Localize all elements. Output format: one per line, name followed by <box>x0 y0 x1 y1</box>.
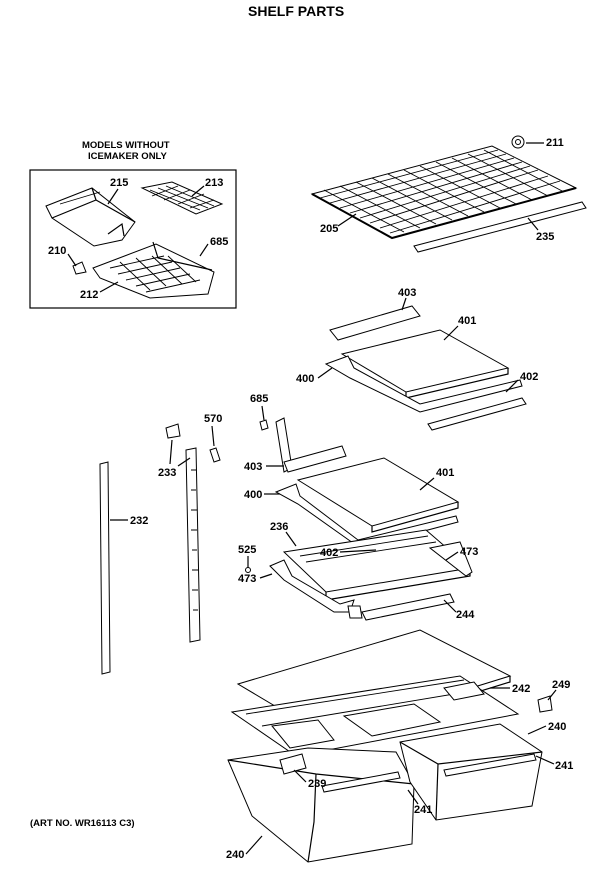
part-clip <box>72 261 87 275</box>
callout-400-middle: 400 <box>244 489 262 501</box>
inset-note-line2: ICEMAKER ONLY <box>88 151 167 162</box>
part-ice-tray <box>140 181 224 215</box>
callout-240-left: 240 <box>226 849 244 861</box>
part-shelf-ladder-right <box>185 447 201 643</box>
inset-note-line1: MODELS WITHOUT <box>82 140 170 151</box>
callout-242: 242 <box>512 683 530 695</box>
callout-570: 570 <box>204 413 222 425</box>
callout-402-middle: 402 <box>320 547 338 559</box>
callout-241-left: 241 <box>414 804 432 816</box>
part-crisper-drawer-right <box>399 723 543 821</box>
part-knob-211 <box>511 135 525 149</box>
inset-frame <box>29 169 237 309</box>
part-slide-239 <box>279 753 307 775</box>
callout-403-middle: 403 <box>244 461 262 473</box>
callout-403-upper: 403 <box>398 287 416 299</box>
part-crisper-frame <box>230 675 520 757</box>
part-lower-shelf-frame <box>269 529 473 621</box>
part-upper-glass-shelf <box>324 305 527 431</box>
callout-210: 210 <box>48 245 66 257</box>
callout-232: 232 <box>130 515 148 527</box>
callout-525: 525 <box>238 544 256 556</box>
part-screw-570 <box>209 447 221 463</box>
part-icemaker-shelf <box>92 241 215 299</box>
part-crisper-drawer-left <box>227 747 415 863</box>
callout-241-right: 241 <box>555 760 573 772</box>
callout-236: 236 <box>270 521 288 533</box>
callout-473-left: 473 <box>238 573 256 585</box>
callout-212: 212 <box>80 289 98 301</box>
callout-685-inset: 685 <box>210 236 228 248</box>
callout-685-side: 685 <box>250 393 268 405</box>
callout-233: 233 <box>158 467 176 479</box>
callout-400-upper: 400 <box>296 373 314 385</box>
callout-244: 244 <box>456 609 475 621</box>
callout-239: 239 <box>308 778 326 790</box>
callout-401-upper: 401 <box>458 315 476 327</box>
callout-205: 205 <box>320 223 338 235</box>
callout-211: 211 <box>546 137 564 149</box>
callout-213: 213 <box>205 177 223 189</box>
part-middle-glass-shelf <box>274 445 460 549</box>
part-wire-shelf <box>310 145 578 240</box>
page-title: SHELF PARTS <box>248 3 344 19</box>
part-ice-bucket <box>45 187 136 247</box>
part-shelf-support-685 <box>259 417 293 473</box>
callout-215: 215 <box>110 177 128 189</box>
callout-249: 249 <box>552 679 570 691</box>
callout-473-right: 473 <box>460 546 478 558</box>
inset-icemaker-group: MODELS WITHOUT ICEMAKER ONLY 215 213 <box>29 140 237 309</box>
art-number: (ART NO. WR16113 C3) <box>30 818 135 829</box>
part-bracket-233 <box>165 423 181 439</box>
callout-235: 235 <box>536 231 554 243</box>
callout-401-middle: 401 <box>436 467 454 479</box>
part-shelf-ladder-left <box>99 461 111 675</box>
part-shelf-rail-235 <box>413 201 587 253</box>
callout-240-right: 240 <box>548 721 566 733</box>
callout-402-upper: 402 <box>520 371 538 383</box>
